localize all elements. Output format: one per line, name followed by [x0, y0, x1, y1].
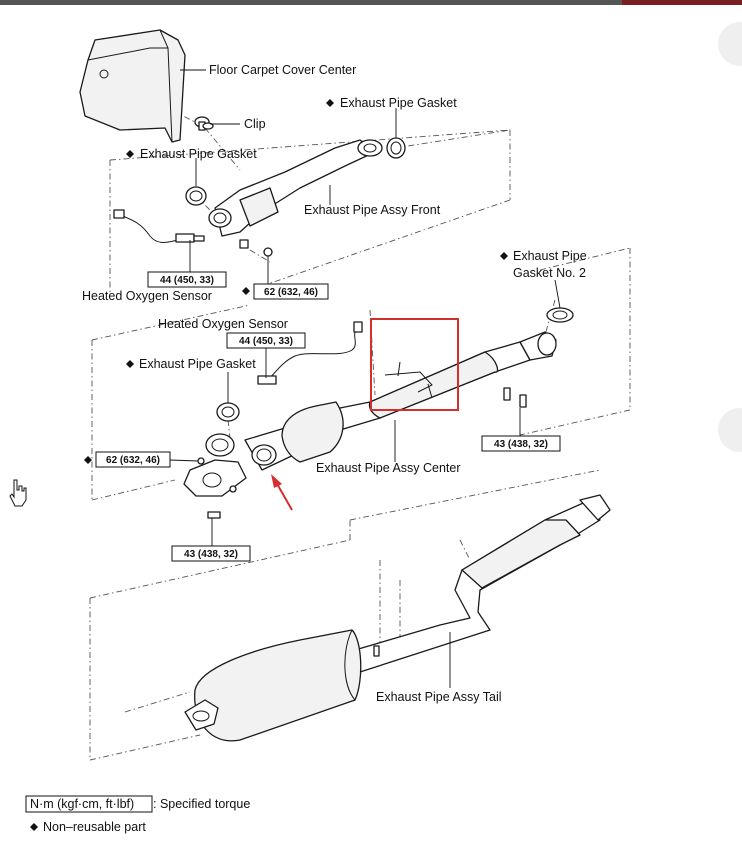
torque-center-bottom-bolt: 43 (438, 32)	[184, 549, 238, 560]
exhaust-pipe-gasket-top-left-part	[185, 186, 207, 206]
torque-center-right-bolt: 43 (438, 32)	[494, 439, 548, 450]
label-exhaust-pipe-assy-front: Exhaust Pipe Assy Front	[304, 203, 441, 217]
label-heated-oxygen-sensor-front: Heated Oxygen Sensor	[82, 289, 212, 303]
label-exhaust-pipe-gasket-no2-line2: Gasket No. 2	[513, 266, 586, 280]
clip-part	[194, 116, 214, 131]
label-exhaust-pipe-gasket-center: Exhaust Pipe Gasket	[139, 357, 256, 371]
label-exhaust-pipe-gasket-top-right: Exhaust Pipe Gasket	[340, 96, 457, 110]
label-heated-oxygen-sensor-center: Heated Oxygen Sensor	[158, 317, 288, 331]
label-clip: Clip	[244, 117, 266, 131]
nonreusable-diamond-icon	[126, 150, 134, 158]
nonreusable-diamond-icon	[242, 287, 250, 295]
heated-oxygen-sensor-front-part	[113, 209, 205, 243]
legend-torque-units: N·m (kgf·cm, ft·lbf)	[30, 797, 134, 811]
nonreusable-diamond-icon	[326, 99, 334, 107]
label-floor-carpet-cover-center: Floor Carpet Cover Center	[209, 63, 356, 77]
label-exhaust-pipe-assy-center: Exhaust Pipe Assy Center	[316, 461, 461, 475]
torque-front-sensor: 44 (450, 33)	[160, 275, 214, 286]
hand-cursor-icon	[9, 479, 27, 507]
floor-carpet-cover-part	[79, 29, 186, 143]
torque-center-left-nut: 62 (632, 46)	[106, 455, 160, 466]
label-exhaust-pipe-assy-tail: Exhaust Pipe Assy Tail	[376, 690, 502, 704]
torque-box-center-left-nut	[95, 451, 171, 468]
leader-lines	[169, 69, 561, 688]
torque-center-sensor: 44 (450, 33)	[239, 336, 293, 347]
torque-front-nut: 62 (632, 46)	[264, 287, 318, 298]
legend-torque-description: : Specified torque	[153, 797, 250, 811]
torque-box-front-sensor	[147, 271, 227, 288]
torque-box-front-nut	[253, 283, 329, 300]
heated-oxygen-sensor-center-part	[257, 321, 363, 385]
exhaust-pipe-gasket-center-part	[216, 402, 240, 422]
exhaust-pipe-front-part	[208, 139, 383, 257]
exhaust-pipe-gasket-top-right-part	[386, 137, 406, 159]
exhaust-pipe-gasket-no2-part	[546, 307, 574, 323]
nonreusable-diamond-icon	[126, 360, 134, 368]
label-exhaust-pipe-gasket-top-left: Exhaust Pipe Gasket	[140, 147, 257, 161]
legend-diamond-icon	[30, 823, 38, 831]
highlight-box	[370, 318, 459, 411]
top-bar-accent	[622, 0, 742, 5]
torque-box-center-right-bolt	[481, 435, 561, 452]
exhaust-pipe-tail-part	[184, 494, 611, 742]
legend-torque-box	[25, 795, 153, 813]
assembly-guide-lines	[89, 73, 631, 761]
nonreusable-diamond-icon	[500, 252, 508, 260]
nonreusable-diamond-icon	[84, 456, 92, 464]
red-arrow	[271, 474, 293, 511]
label-exhaust-pipe-gasket-no2-line1: Exhaust Pipe	[513, 249, 587, 263]
torque-box-center-sensor	[226, 332, 306, 349]
torque-box-center-bottom-bolt	[171, 545, 251, 562]
top-bar	[0, 0, 742, 5]
legend-nonreusable-part: Non–reusable part	[43, 820, 146, 834]
